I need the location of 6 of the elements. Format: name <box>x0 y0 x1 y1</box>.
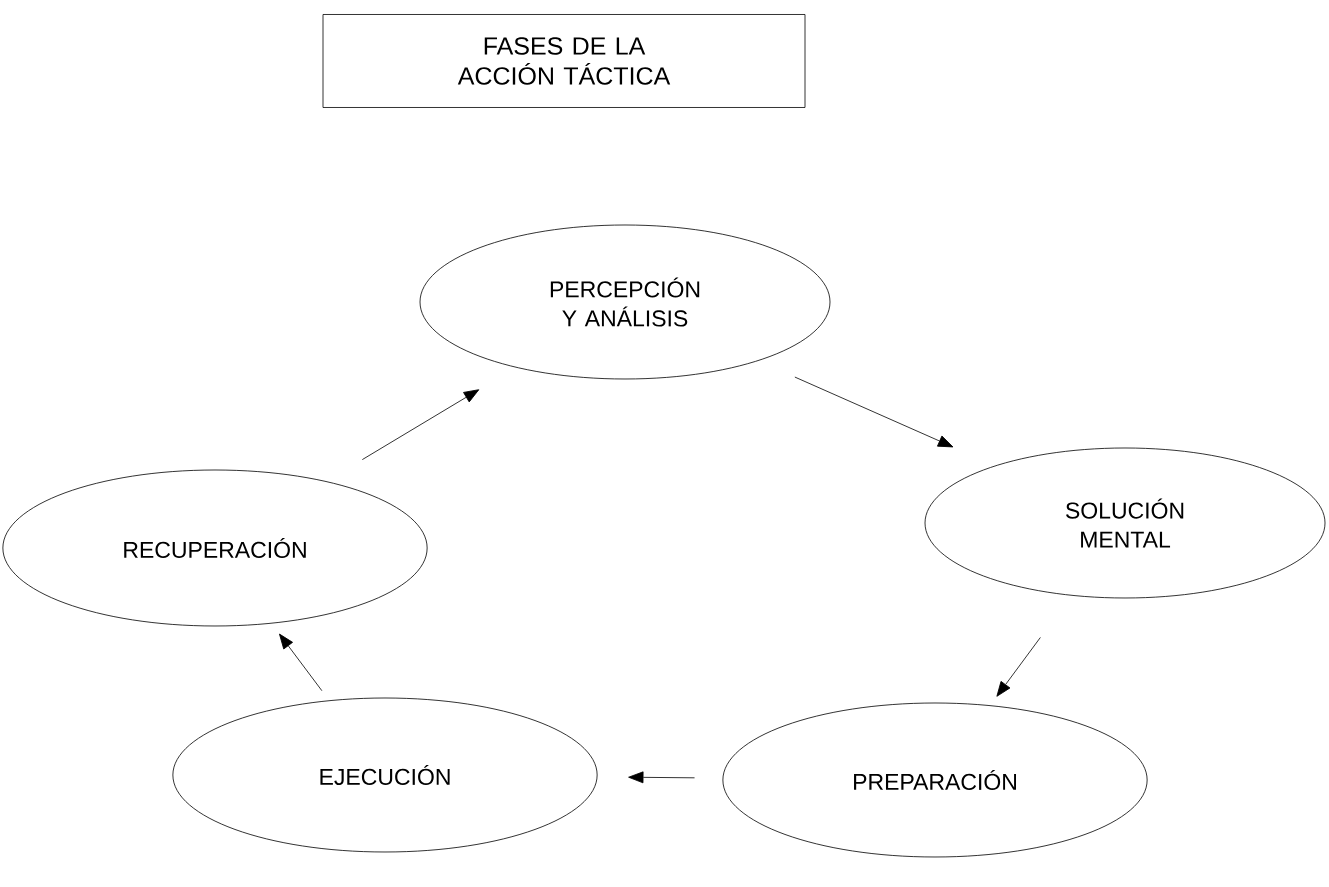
arrow <box>794 376 954 448</box>
arrow <box>361 389 480 460</box>
arrow <box>628 771 695 784</box>
arrow <box>996 637 1041 697</box>
arrow <box>279 633 323 692</box>
title-box: FASES DE LA ACCIÓN TÁCTICA <box>322 14 806 108</box>
